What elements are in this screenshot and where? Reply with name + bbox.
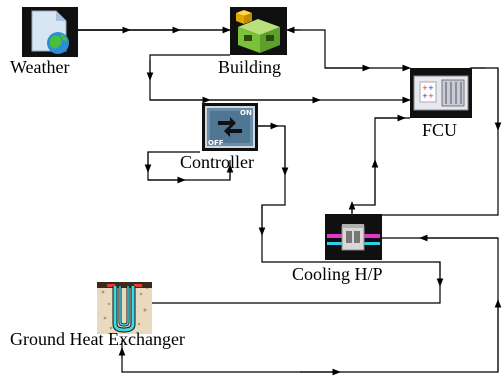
svg-text:OFF: OFF — [208, 139, 224, 147]
cooling-hp-label: Cooling H/P — [292, 264, 383, 284]
link-coolinghp-ground — [121, 237, 499, 373]
building-label: Building — [218, 57, 282, 77]
link-building-fcu — [287, 29, 411, 72]
controller-label: Controller — [180, 152, 254, 172]
svg-text:+: + — [428, 84, 434, 92]
fcu-label: FCU — [422, 120, 458, 140]
weather-globe-icon — [22, 7, 78, 57]
svg-text:+: + — [428, 92, 434, 100]
weather-label: Weather — [10, 57, 70, 77]
svg-text:ON: ON — [240, 109, 252, 117]
svg-text:+: + — [422, 84, 428, 92]
link-coolinghp-fcu — [352, 117, 410, 206]
ground-heat-exchanger-icon — [97, 282, 152, 334]
heat-pump-icon — [325, 214, 382, 260]
ground-hx-label: Ground Heat Exchanger — [10, 329, 185, 349]
on-off-controller-icon: ON OFF — [202, 103, 258, 151]
fan-coil-unit-icon: + + + + — [410, 68, 472, 118]
building-cube-icon — [230, 7, 287, 55]
svg-text:+: + — [422, 92, 428, 100]
